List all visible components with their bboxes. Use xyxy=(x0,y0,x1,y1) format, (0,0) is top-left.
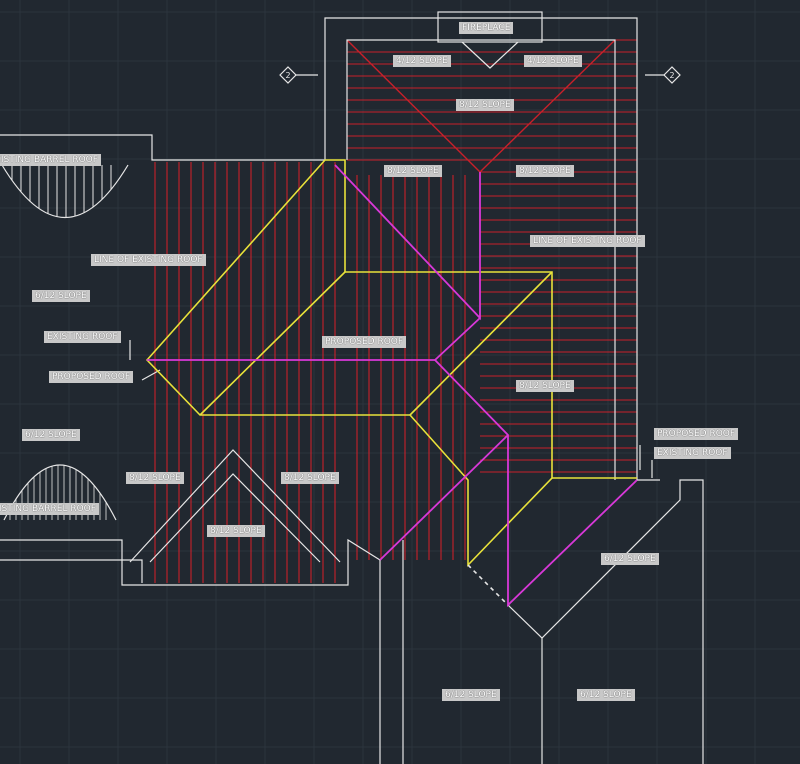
existing-roof-left xyxy=(145,159,553,567)
existing-roof-label-right: EXISTING ROOF xyxy=(654,447,731,459)
proposed-valley-lower xyxy=(379,434,509,561)
slope-label-8-12-dormer-left: 8/12 SLOPE xyxy=(126,472,184,484)
lower-left-inner xyxy=(0,559,143,583)
rafter-lines xyxy=(9,39,637,583)
proposed-roof-label-center: PROPOSED ROOF xyxy=(322,336,407,348)
slope-label-6-12-left-upper: 6/12 SLOPE xyxy=(32,290,90,302)
slope-label-6-12-left-lower: 6/12 SLOPE xyxy=(22,429,80,441)
fireplace-chevron xyxy=(461,41,519,69)
proposed-ridge-lines xyxy=(147,164,638,608)
wing-outline xyxy=(324,17,638,480)
slope-label-4-12-left: 4/12 SLOPE xyxy=(393,55,451,67)
grid-marker-diamond xyxy=(663,66,681,84)
barrel-roof-upper xyxy=(0,134,325,161)
grid-marker-label: 2 xyxy=(669,71,674,80)
existing-outline xyxy=(0,11,704,764)
lower-left-outline xyxy=(0,538,381,586)
barrel-roof-arc xyxy=(1,164,129,218)
slope-label-8-12-right: 8/12 SLOPE xyxy=(516,165,574,177)
right-wing-hip xyxy=(507,479,704,764)
gable-dormer-inner xyxy=(149,473,321,563)
wing-inner-outline xyxy=(346,39,616,480)
lower-barrel-dome xyxy=(3,464,117,521)
slope-label-6-12-wing-left: 6/12 SLOPE xyxy=(442,689,500,701)
rafter-hip xyxy=(346,39,481,173)
existing-roof-label-left: EXISTING ROOF xyxy=(44,331,121,343)
slope-label-8-12-left: 8/12 SLOPE xyxy=(384,165,442,177)
rafter-hip xyxy=(479,39,616,173)
grid-marker-label: 2 xyxy=(285,71,290,80)
existing-barrel-roof-label-top: EXISTING BARREL ROOF xyxy=(0,154,101,166)
line-of-existing-roof-label-right: LINE OF EXISTING ROOF xyxy=(530,235,645,247)
existing-barrel-roof-label-bottom: EXISTING BARREL ROOF xyxy=(0,503,99,515)
proposed-roof-label-right: PROPOSED ROOF xyxy=(654,428,739,440)
leader-line-proposed xyxy=(141,369,161,381)
existing-roof-edge xyxy=(199,271,346,416)
fireplace-label: FIREPLACE xyxy=(459,22,514,34)
slope-label-6-12-wing-upper: 6/12 SLOPE xyxy=(601,553,659,565)
line-of-existing-roof-label-left: LINE OF EXISTING ROOF xyxy=(91,254,206,266)
existing-roof-lines xyxy=(145,159,637,606)
slope-label-8-12-dormer-right: 8/12 SLOPE xyxy=(281,472,339,484)
gable-dormer xyxy=(129,449,341,563)
slope-label-4-12-right: 4/12 SLOPE xyxy=(524,55,582,67)
slope-label-6-12-wing-right: 6/12 SLOPE xyxy=(577,689,635,701)
slope-label-8-12-dormer-center: 8/12 SLOPE xyxy=(207,525,265,537)
fireplace-box xyxy=(437,11,543,43)
existing-roof-dashed xyxy=(467,564,509,606)
proposed-roof-label-left: PROPOSED ROOF xyxy=(49,371,134,383)
slope-label-8-12-center-right: 8/12 SLOPE xyxy=(516,380,574,392)
existing-roof-valley xyxy=(409,271,553,416)
slope-label-8-12-top: 8/12 SLOPE xyxy=(456,99,514,111)
grid-marker-diamond xyxy=(279,66,297,84)
